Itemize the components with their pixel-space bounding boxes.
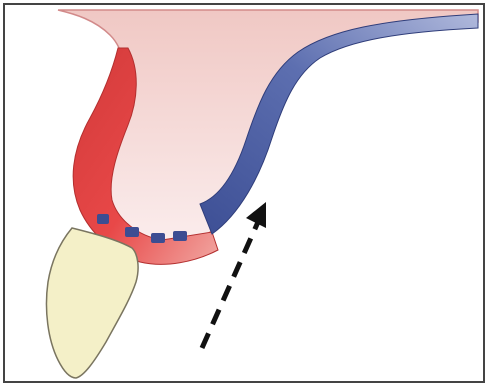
dash-mark: [125, 227, 139, 237]
dash-mark: [97, 214, 109, 224]
dash-mark: [173, 231, 187, 241]
dash-mark: [151, 233, 165, 243]
